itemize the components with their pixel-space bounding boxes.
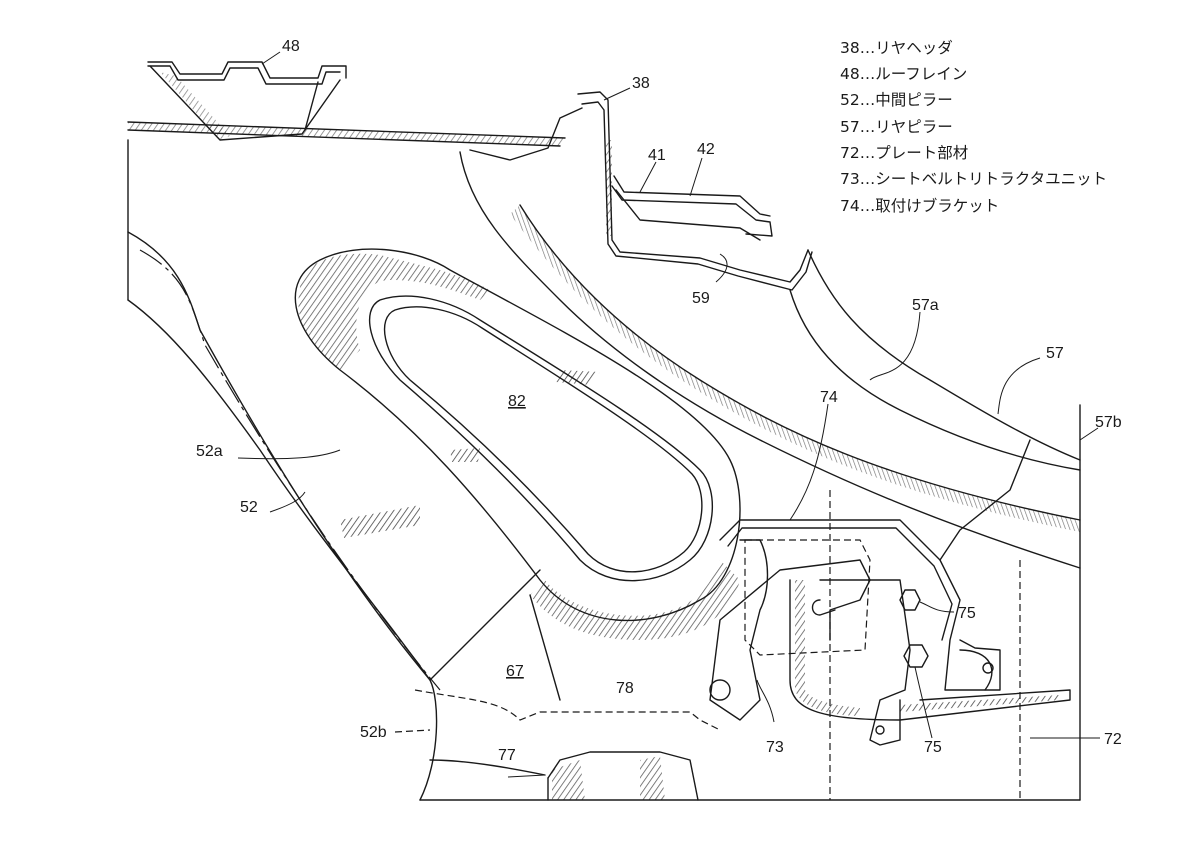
legend-item-38: 38…リヤヘッダ: [840, 39, 953, 57]
label-57a: 57a: [912, 297, 939, 314]
leader-lines: [237, 51, 1100, 778]
label-52: 52: [240, 499, 258, 516]
label-57: 57: [1046, 345, 1064, 362]
legend-item-57: 57…リヤピラー: [840, 118, 953, 136]
legend-item-72: 72…プレート部材: [840, 144, 968, 162]
roof-rail-panel: [127, 121, 566, 301]
label-73: 73: [766, 739, 784, 756]
label-52b: 52b: [360, 724, 387, 741]
label-38: 38: [632, 75, 650, 92]
label-75-upper: 75: [958, 605, 976, 622]
label-72: 72: [1104, 731, 1122, 748]
legend-item-74: 74…取付けブラケット: [840, 196, 999, 215]
label-78: 78: [616, 680, 634, 697]
label-75-lower: 75: [924, 739, 942, 756]
label-59: 59: [692, 290, 710, 307]
label-48: 48: [282, 38, 300, 55]
label-41: 41: [648, 147, 666, 164]
center-pillar-52: [127, 231, 1081, 801]
label-67: 67: [506, 663, 524, 680]
label-74: 74: [820, 389, 838, 406]
rear-header-section: [469, 91, 813, 291]
legend-item-48: 48…ルーフレイン: [840, 65, 967, 83]
label-52a: 52a: [196, 443, 223, 460]
label-82: 82: [508, 393, 526, 410]
label-42: 42: [697, 141, 715, 158]
legend-item-73: 73…シートベルトリトラクタユニット: [840, 170, 1107, 188]
part-labels: 48 38 41 42 59 57a 57 57b 74 82 52a 52 7…: [196, 38, 1122, 764]
retractor-assembly: [709, 490, 1071, 800]
label-77: 77: [498, 747, 516, 764]
label-57b: 57b: [1095, 414, 1122, 431]
quarter-window-opening: [294, 248, 741, 701]
lower-structure: [394, 689, 721, 801]
legend: 38…リヤヘッダ 48…ルーフレイン 52…中間ピラー 57…リヤピラー 72……: [840, 39, 1107, 215]
legend-item-52: 52…中間ピラー: [840, 91, 953, 109]
roof-reinforcement-48: [147, 61, 347, 141]
rear-pillar-57: [459, 151, 1081, 801]
